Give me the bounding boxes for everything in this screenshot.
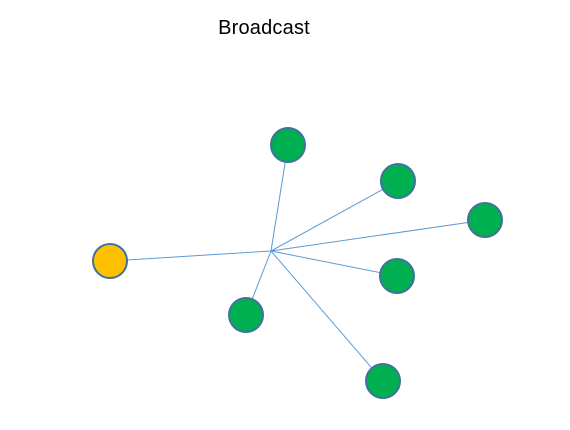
node-receiver-4	[379, 258, 415, 294]
node-source	[92, 243, 128, 279]
nodes-layer	[92, 127, 503, 399]
edge-hub-to-receiver-2	[270, 180, 399, 252]
node-receiver-1	[270, 127, 306, 163]
edges-layer	[109, 144, 486, 382]
node-receiver-3	[467, 202, 503, 238]
diagram-title: Broadcast	[218, 17, 310, 39]
edge-source-to-hub	[109, 250, 272, 262]
edge-hub-to-receiver-3	[270, 219, 486, 252]
node-receiver-5	[228, 297, 264, 333]
edge-hub-to-receiver-4	[270, 250, 398, 277]
node-receiver-6	[365, 363, 401, 399]
edge-hub-to-receiver-6	[270, 250, 384, 382]
node-receiver-2	[380, 163, 416, 199]
